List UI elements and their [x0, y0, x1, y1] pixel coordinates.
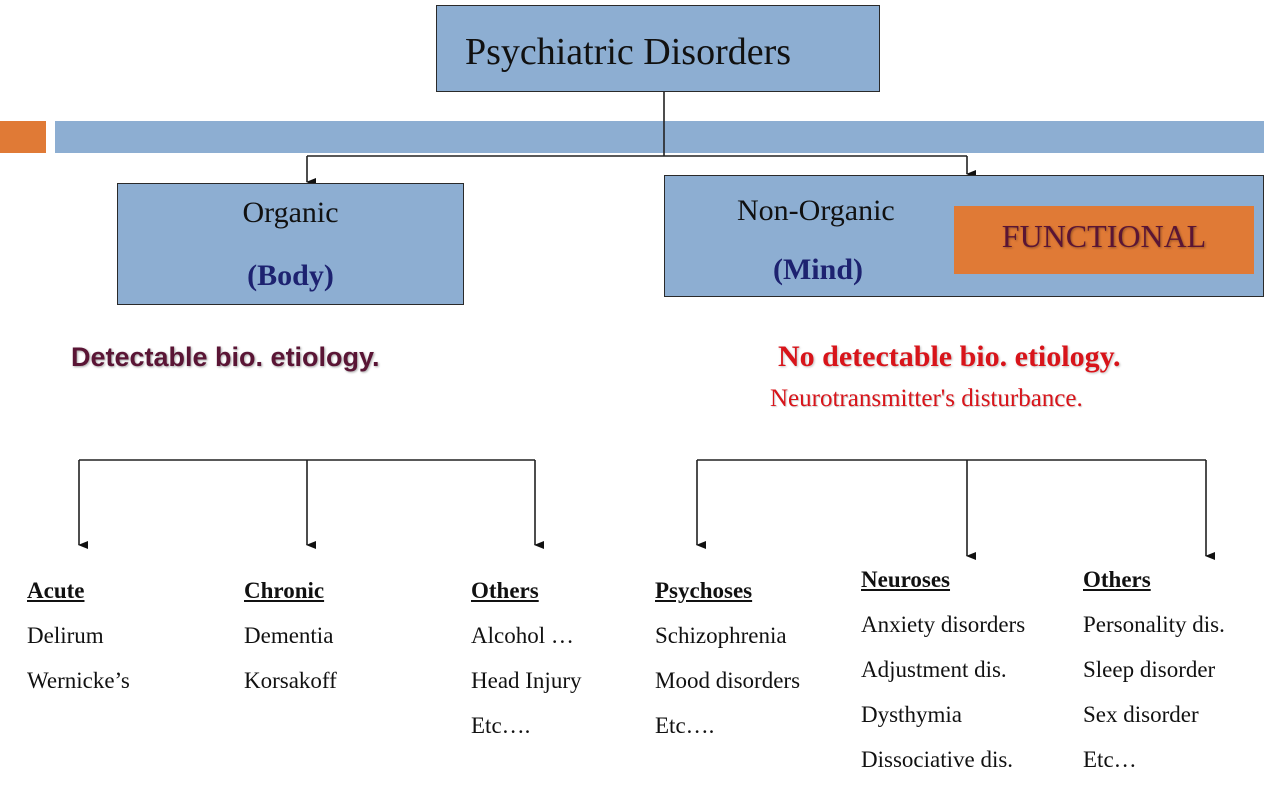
nonorganic-etiology-detail: Neurotransmitter's disturbance.	[770, 385, 1083, 412]
header-band	[55, 121, 1264, 153]
list-item: Sleep disorder	[1083, 657, 1216, 682]
category-heading: Others	[471, 578, 539, 603]
list-item: Head Injury	[471, 668, 582, 693]
category-heading: Acute	[27, 578, 85, 603]
root-node: Psychiatric Disorders	[436, 5, 880, 92]
category-psychoses: Psychoses Schizophrenia Mood disorders E…	[655, 568, 800, 748]
list-item: Dysthymia	[861, 702, 962, 727]
accent-square	[0, 121, 46, 153]
category-chronic: Chronic Dementia Korsakoff	[244, 568, 337, 703]
list-item: Adjustment dis.	[861, 657, 1007, 682]
list-item: Personality dis.	[1083, 612, 1225, 637]
list-item: Dissociative dis.	[861, 747, 1014, 772]
organic-label: Organic	[242, 196, 339, 229]
organic-node: Organic (Body)	[117, 183, 464, 305]
list-item: Etc….	[471, 713, 531, 738]
category-others-functional: Others Personality dis. Sleep disorder S…	[1083, 557, 1225, 782]
list-item: Etc…	[1083, 747, 1137, 772]
category-acute: Acute Delirum Wernicke’s	[27, 568, 130, 703]
category-others-organic: Others Alcohol … Head Injury Etc….	[471, 568, 582, 748]
organic-etiology: Detectable bio. etiology.	[71, 342, 380, 372]
category-heading: Others	[1083, 567, 1151, 592]
list-item: Delirum	[27, 623, 104, 648]
functional-badge: FUNCTIONAL	[954, 206, 1254, 274]
list-item: Alcohol …	[471, 623, 574, 648]
nonorganic-node: Non-Organic (Mind) FUNCTIONAL	[664, 175, 1264, 297]
list-item: Dementia	[244, 623, 334, 648]
list-item: Korsakoff	[244, 668, 337, 693]
list-item: Schizophrenia	[655, 623, 787, 648]
organic-sub: (Body)	[247, 259, 334, 292]
nonorganic-sub: (Mind)	[773, 253, 863, 286]
category-neuroses: Neuroses Anxiety disorders Adjustment di…	[861, 557, 1025, 782]
list-item: Mood disorders	[655, 668, 801, 693]
list-item: Etc….	[655, 713, 715, 738]
category-heading: Chronic	[244, 578, 325, 603]
category-heading: Neuroses	[861, 567, 951, 592]
list-item: Anxiety disorders	[861, 612, 1026, 637]
nonorganic-etiology: No detectable bio. etiology.	[778, 340, 1121, 373]
category-heading: Psychoses	[655, 578, 753, 603]
list-item: Sex disorder	[1083, 702, 1199, 727]
list-item: Wernicke’s	[27, 668, 130, 693]
root-title: Psychiatric Disorders	[464, 31, 792, 73]
nonorganic-label: Non-Organic	[737, 194, 895, 227]
